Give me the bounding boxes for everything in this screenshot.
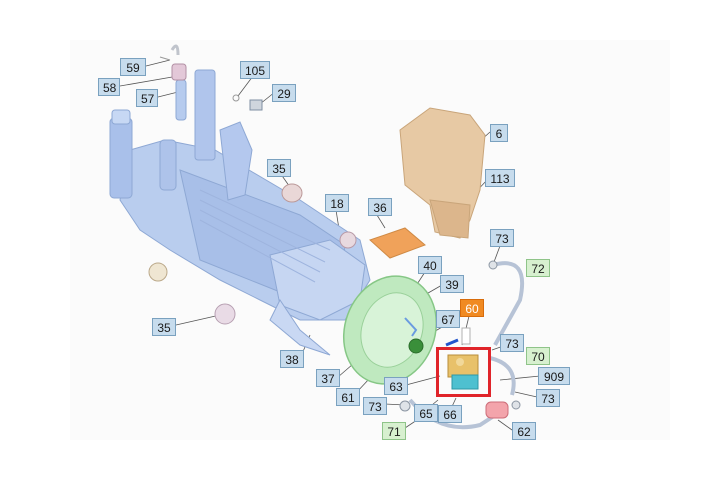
callout-70[interactable]: 70 (526, 347, 550, 365)
fan-cover (399, 107, 486, 239)
callout-58[interactable]: 58 (98, 78, 120, 96)
callout-73-right[interactable]: 73 (536, 389, 560, 407)
callout-40[interactable]: 40 (418, 256, 442, 274)
valve-assembly (445, 327, 479, 390)
callout-6[interactable]: 6 (490, 124, 508, 142)
callout-37[interactable]: 37 (316, 369, 340, 387)
callout-18[interactable]: 18 (325, 194, 349, 212)
callout-36[interactable]: 36 (368, 198, 392, 216)
hose-clamps (399, 260, 521, 412)
small-parts-top (159, 44, 263, 111)
callout-57[interactable]: 57 (136, 89, 158, 107)
callout-73-mid[interactable]: 73 (500, 334, 524, 352)
callout-909[interactable]: 909 (538, 367, 570, 385)
callout-59[interactable]: 59 (120, 58, 146, 76)
bushings (148, 183, 357, 325)
fan-wheel (342, 275, 438, 385)
callout-63[interactable]: 63 (384, 377, 408, 395)
callout-39[interactable]: 39 (440, 275, 464, 293)
blower-housing (109, 69, 371, 356)
callout-73-top[interactable]: 73 (490, 229, 514, 247)
callout-72[interactable]: 72 (526, 259, 550, 277)
highlight-box (436, 347, 491, 397)
callout-35-bottom[interactable]: 35 (152, 318, 176, 336)
callout-38[interactable]: 38 (280, 350, 304, 368)
gasket (369, 227, 426, 259)
callout-66[interactable]: 66 (438, 405, 462, 423)
callout-29[interactable]: 29 (272, 84, 296, 102)
callout-73-left[interactable]: 73 (363, 397, 387, 415)
filter (485, 401, 509, 419)
callout-105[interactable]: 105 (240, 61, 270, 79)
callout-60[interactable]: 60 (460, 299, 484, 317)
callout-65[interactable]: 65 (414, 404, 438, 422)
callout-67[interactable]: 67 (436, 310, 460, 328)
callout-62[interactable]: 62 (512, 422, 536, 440)
callout-35-top[interactable]: 35 (267, 159, 291, 177)
callout-71[interactable]: 71 (382, 422, 406, 440)
callout-61[interactable]: 61 (336, 388, 360, 406)
callout-113[interactable]: 113 (485, 169, 515, 187)
